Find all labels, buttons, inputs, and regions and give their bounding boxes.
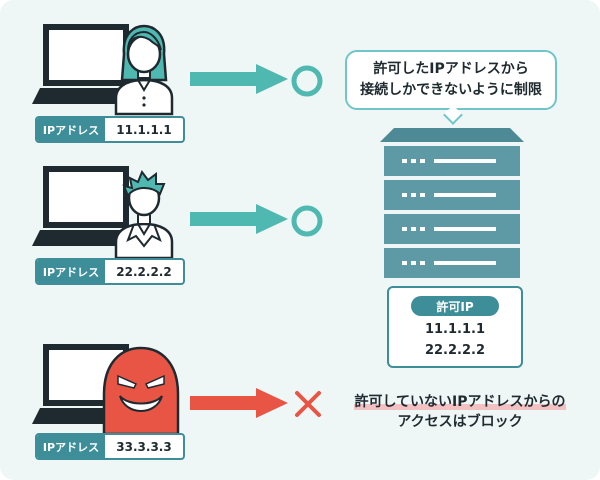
ip-address-value: 11.1.1.1 [116, 122, 172, 137]
allowed-ip-item: 22.2.2.2 [424, 343, 486, 358]
laptop-icon [32, 24, 144, 104]
circle-icon [291, 205, 323, 237]
server-icon [380, 128, 524, 278]
blocked-note-line-2: アクセスはブロック [397, 414, 523, 430]
ip-address-tag-1: IPアドレス 11.1.1.1 [35, 116, 185, 143]
ip-address-value: 33.3.3.3 [116, 439, 172, 454]
cross-icon [295, 391, 321, 417]
arrow-right-icon [190, 388, 288, 418]
blocked-access-note: 許可していないIPアドレスからの アクセスはブロック [338, 392, 582, 432]
speech-bubble-line-1: 許可したIPアドレスから [373, 61, 529, 77]
speech-bubble: 許可したIPアドレスから 接続しかできないように制限 [345, 50, 557, 110]
ip-address-value: 22.2.2.2 [116, 264, 172, 279]
ip-address-label: IPアドレス [37, 260, 105, 283]
allowed-ip-header: 許可IP [411, 296, 499, 316]
circle-icon [291, 65, 323, 97]
speech-bubble-line-2: 接続しかできないように制限 [360, 82, 542, 98]
ip-address-label: IPアドレス [37, 435, 105, 458]
allowed-ip-list: 許可IP 11.1.1.1 22.2.2.2 [387, 286, 523, 368]
woman-user-icon [114, 24, 174, 116]
man-user-icon [114, 169, 174, 260]
arrow-right-icon [190, 64, 288, 94]
arrow-right-icon [190, 204, 288, 234]
attacker-icon [102, 346, 180, 436]
ip-address-tag-3: IPアドレス 33.3.3.3 [35, 433, 185, 460]
blocked-note-line-1: 許可していないIPアドレスからの [354, 394, 566, 410]
allowed-ip-item: 11.1.1.1 [424, 322, 486, 337]
ip-address-label: IPアドレス [37, 118, 105, 141]
ip-address-tag-2: IPアドレス 22.2.2.2 [35, 258, 185, 285]
